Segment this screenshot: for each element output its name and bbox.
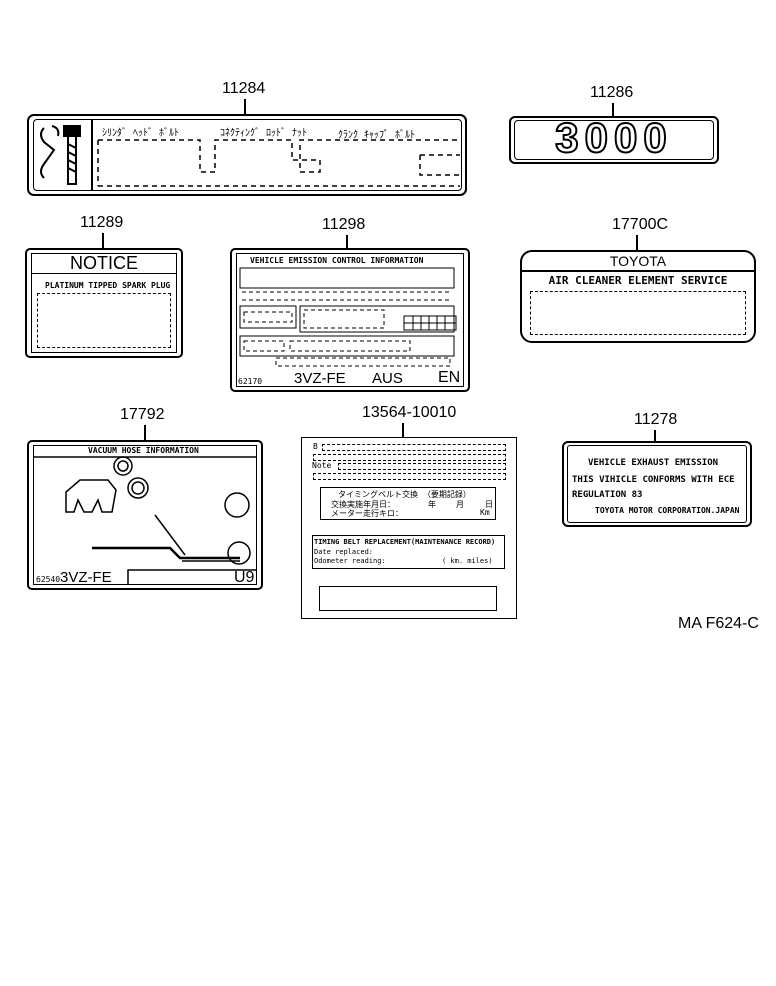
air-cleaner-label (520, 250, 756, 343)
exhaust-inner-frame (567, 445, 747, 523)
part-number-11278: 11278 (634, 411, 678, 428)
part-number-13564-10010: 13564-10010 (362, 404, 457, 421)
timing-belt-en-date: Date replaced: (314, 548, 374, 556)
vacuum-hose-inner-frame (33, 445, 257, 585)
vacuum-hose-title: VACUUM HOSE INFORMATION (88, 446, 199, 455)
emission-control-label (230, 248, 470, 392)
timing-belt-en-box (312, 535, 505, 569)
air-cleaner-brand: TOYOTA (609, 253, 667, 269)
timing-belt-en-units: ( km. miles) (442, 557, 493, 565)
timing-belt-row2 (313, 454, 506, 461)
leader-line (346, 235, 348, 249)
emission-control-title: VEHICLE EMISSION CONTROL INFORMATION (250, 256, 424, 265)
timing-belt-row3 (338, 463, 506, 470)
air-cleaner-title: AIR CLEANER ELEMENT SERVICE (548, 274, 728, 287)
emission-control-inner-frame (236, 253, 464, 387)
exhaust-line1: VEHICLE EXHAUST EMISSION (588, 458, 719, 468)
timing-belt-jp-box (320, 487, 496, 520)
air-cleaner-divider (522, 270, 754, 272)
wrench-bolt-icon (40, 120, 93, 190)
emblem-3000 (509, 116, 719, 164)
notice-field (37, 293, 171, 348)
part-number-11298: 11298 (322, 216, 366, 233)
emission-control-lang: EN (438, 369, 461, 386)
notice-inner-frame (31, 253, 177, 353)
timing-belt-jp-year: 年 (428, 500, 436, 509)
exhaust-line4: TOYOTA MOTOR CORPORATION.JAPAN (595, 506, 740, 515)
emission-control-code: 62170 (238, 377, 263, 386)
timing-belt-jp-title: タイミングベルト交換 （要期記録） (338, 490, 471, 499)
timing-belt-bottom-box (319, 586, 497, 611)
timing-belt-en-title: TIMING BELT REPLACEMENT(MAINTENANCE RECO… (314, 538, 496, 546)
timing-belt-row3-prefix: Note (312, 461, 332, 470)
torque-col2-label: ｺﾈｸﾃｨﾝｸﾞ ﾛｯﾄﾞ ﾅｯﾄ (220, 128, 308, 139)
timing-belt-en-odo: Odometer reading: (314, 557, 386, 565)
torque-col3-label: ｸﾗﾝｸ ｷｬｯﾌﾟ ﾎﾞﾙﾄ (338, 130, 416, 141)
part-number-11284: 11284 (222, 80, 266, 97)
leader-line (102, 233, 104, 249)
notice-title: NOTICE (31, 253, 177, 274)
leader-line (244, 99, 246, 115)
emission-control-grid (403, 315, 457, 331)
exhaust-line2: THIS VIHICLE CONFORMS WITH ECE (572, 475, 735, 485)
emblem-inner-frame (514, 120, 714, 160)
part-number-11289: 11289 (80, 214, 124, 231)
torque-values-outline (97, 139, 460, 187)
emblem-text: 3000 (554, 113, 673, 162)
figure-code: MA F624-C (678, 615, 759, 632)
leader-line (402, 423, 404, 437)
leader-line (612, 103, 614, 117)
notice-subtitle: PLATINUM TIPPED SPARK PLUG (45, 281, 171, 290)
vacuum-hose-code: 62540 (36, 575, 61, 584)
leader-line (144, 425, 146, 441)
timing-belt-row1-prefix: B (313, 442, 318, 451)
leader-line (654, 430, 656, 442)
emission-control-market: AUS (372, 370, 403, 387)
timing-belt-jp-month: 月 (456, 500, 464, 509)
exhaust-label (562, 441, 752, 527)
part-number-17700c: 17700C (612, 216, 669, 233)
timing-belt-jp-date: 交換実施年月日： (331, 500, 395, 509)
timing-belt-jp-km: Km (480, 508, 490, 517)
vacuum-hose-engine: 3VZ-FE (60, 569, 112, 586)
vacuum-hose-label (27, 440, 263, 590)
exhaust-line3: REGULATION 83 (572, 490, 643, 500)
vacuum-hose-variant: U9 (234, 569, 255, 586)
timing-belt-label (301, 437, 517, 619)
torque-label-inner-frame (33, 119, 462, 191)
part-number-17792: 17792 (120, 406, 165, 423)
air-cleaner-field (530, 291, 746, 335)
emission-control-engine: 3VZ-FE (294, 370, 346, 387)
torque-label (27, 114, 467, 196)
leader-line (636, 235, 638, 251)
timing-belt-jp-day: 日 (485, 500, 493, 509)
timing-belt-row1 (322, 444, 506, 451)
timing-belt-row4 (313, 473, 506, 480)
part-number-11286: 11286 (590, 84, 634, 101)
notice-label (25, 248, 183, 358)
torque-col1-label: ｼﾘﾝﾀﾞ ﾍｯﾄﾞ ﾎﾞﾙﾄ (102, 128, 180, 139)
timing-belt-jp-odo: メーター走行キロ： (331, 509, 403, 518)
